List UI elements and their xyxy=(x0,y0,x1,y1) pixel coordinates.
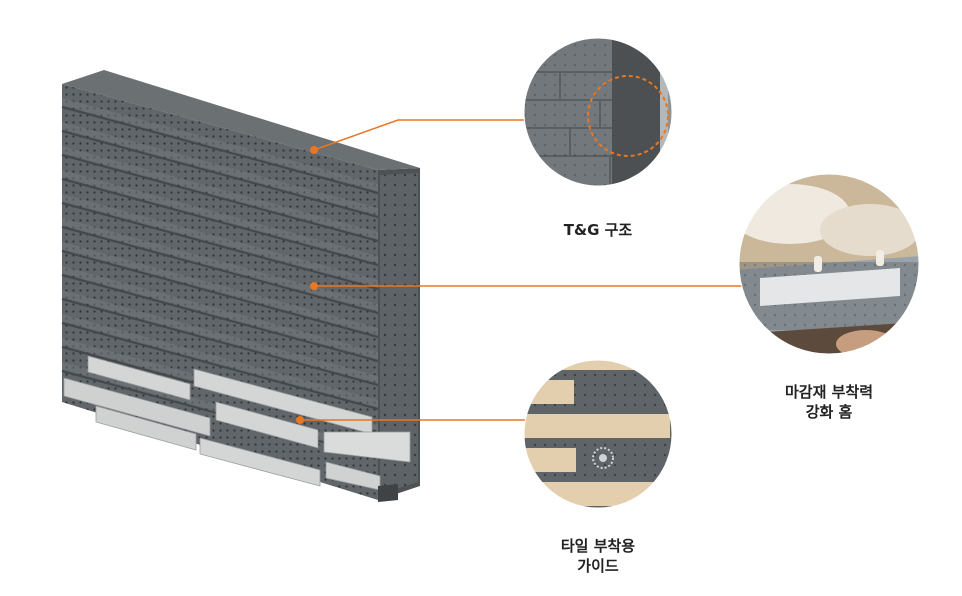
caption-tg-line1: T&G 구조 xyxy=(563,221,633,239)
panel-groove xyxy=(61,130,379,218)
caption-tile-line1: 타일 부착용 xyxy=(560,537,636,555)
tile xyxy=(199,437,321,487)
panel-tongue xyxy=(378,484,398,502)
leader-lines xyxy=(300,119,742,421)
panel-top xyxy=(62,70,420,170)
panel-groove xyxy=(61,202,379,290)
panel-groove xyxy=(61,322,379,410)
leader-dots xyxy=(296,146,318,424)
leader-dot-finish xyxy=(310,282,318,290)
circle-border-finish xyxy=(738,173,920,355)
panel-rib xyxy=(62,314,378,407)
caption-tile-line2: 가이드 xyxy=(577,557,619,575)
insulation-panel xyxy=(61,70,420,502)
panel-groove xyxy=(61,250,379,338)
caption-finish-line1: 마감재 부착력 xyxy=(784,383,874,401)
tile xyxy=(323,431,411,463)
tile-rows xyxy=(63,355,411,491)
panel-groove xyxy=(61,106,379,194)
tile xyxy=(215,401,319,449)
detail-circle-tile xyxy=(524,360,672,508)
panel-rib xyxy=(62,170,378,263)
caption-finish-line2: 강화 홈 xyxy=(805,403,853,421)
panel-groove xyxy=(61,226,379,314)
tile xyxy=(63,377,211,437)
panel-groove xyxy=(61,154,379,242)
panel-rib xyxy=(62,266,378,359)
panel-side-texture xyxy=(380,173,418,494)
leader-dot-tile xyxy=(296,416,304,424)
panel-groove xyxy=(61,298,379,386)
leader-dot-tg xyxy=(310,146,318,154)
panel-rib xyxy=(62,218,378,311)
leader-line-tg xyxy=(313,119,526,151)
panel-groove xyxy=(61,274,379,362)
caption-finish: 마감재 부착력 강화 홈 xyxy=(766,382,892,422)
tile xyxy=(95,405,197,451)
panel-rib xyxy=(62,146,378,239)
panel-rib xyxy=(62,242,378,335)
caption-tg: T&G 구조 xyxy=(548,220,648,240)
panel-rib xyxy=(62,194,378,287)
detail-circle-finish xyxy=(739,174,919,354)
panel-groove xyxy=(61,178,379,266)
circle-border-tile xyxy=(523,359,673,509)
panel-rib xyxy=(62,122,378,215)
panel-rib xyxy=(62,98,378,191)
tile xyxy=(87,355,191,401)
circle-border-tg xyxy=(523,37,673,187)
panel-rib xyxy=(62,290,378,383)
caption-tile: 타일 부착용 가이드 xyxy=(548,536,648,576)
